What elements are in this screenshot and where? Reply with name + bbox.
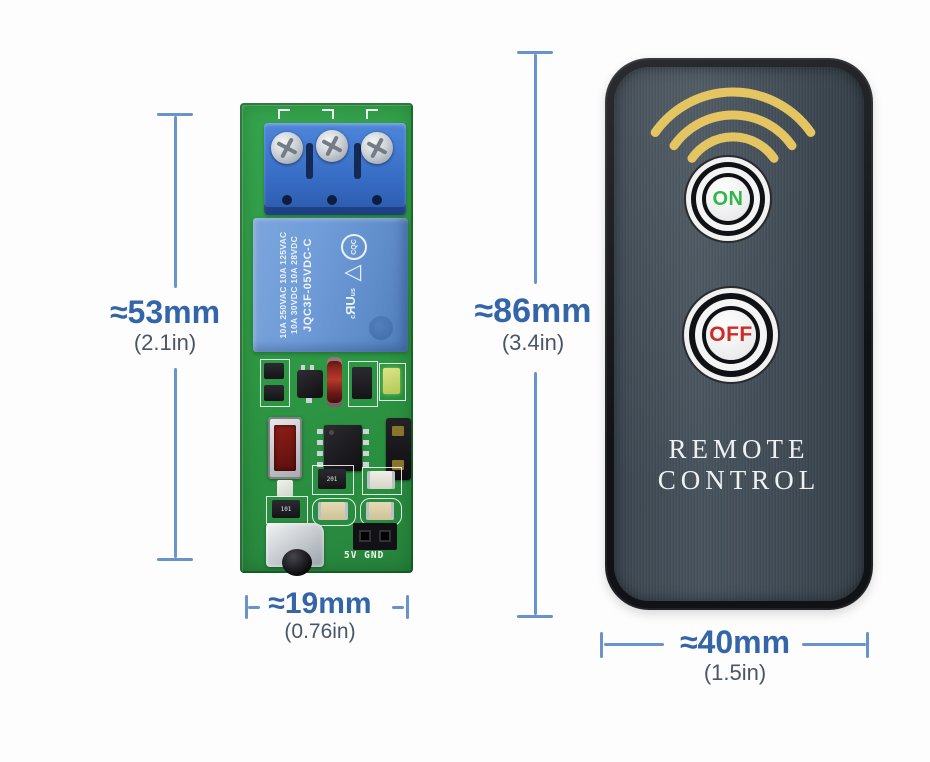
smd-capacitor <box>367 471 395 489</box>
smd-resistor <box>264 385 284 401</box>
on-button[interactable]: ON <box>706 177 750 221</box>
dimension-cap <box>866 632 869 658</box>
silkscreen-outline <box>312 465 354 495</box>
ul-prefix: c <box>349 315 357 319</box>
ul-logo-icon: cЯUus <box>343 288 358 319</box>
remote-control: ON OFF REMOTE CONTROL <box>605 58 873 610</box>
dimension-value-mm: ≈19mm <box>268 587 372 620</box>
relay-module-board: 10A 250VAC 10A 125VAC 10A 30VDC 10A 28VD… <box>240 103 413 576</box>
remote-label: REMOTE CONTROL <box>657 434 821 495</box>
cqc-text: CQC <box>350 239 358 255</box>
dimension-value-mm: ≈40mm <box>679 624 791 660</box>
status-led <box>383 368 400 394</box>
dimension-line <box>174 116 177 288</box>
silkscreen-outline <box>348 361 378 407</box>
ul-suffix: us <box>349 288 357 297</box>
dimension-label: ≈19mm (0.76in) <box>255 588 385 644</box>
smd-resistor-101: 101 <box>272 500 300 518</box>
dimension-cap <box>157 113 193 116</box>
silkscreen-outline <box>379 363 406 401</box>
jumper-slot <box>392 426 404 436</box>
dimension-value-inches: (1.5in) <box>703 659 767 685</box>
silkscreen-mark <box>278 109 290 119</box>
screw-terminal-block <box>264 123 406 215</box>
dimension-value-mm: ≈53mm <box>109 294 221 330</box>
ir-receiver-lens <box>282 549 312 576</box>
ic-pins <box>317 429 323 469</box>
pin-hole <box>379 530 391 542</box>
dimension-label: ≈40mm (1.5in) <box>660 624 810 685</box>
silkscreen-mark <box>322 109 334 119</box>
white-led <box>277 480 293 497</box>
transistor <box>297 365 323 403</box>
signal-arcs-icon <box>650 87 816 163</box>
terminal-hole <box>372 195 382 205</box>
jumper-slot <box>392 460 404 470</box>
smd-capacitor <box>366 502 394 520</box>
terminal-divider <box>306 143 313 179</box>
off-button-label: OFF <box>709 323 753 346</box>
resistor-label: 101 <box>280 505 292 513</box>
triangle-glyph: △ <box>338 264 364 282</box>
pin-hole <box>359 530 371 542</box>
dimension-cap <box>600 632 603 658</box>
dimension-label: ≈53mm (2.1in) <box>80 294 250 355</box>
silkscreen-power-label: 5V GND <box>344 550 385 561</box>
dimension-value-mm: ≈86mm <box>474 292 592 330</box>
terminal-screw <box>316 130 348 162</box>
dimension-line <box>534 54 537 284</box>
dimension-cap <box>406 595 409 619</box>
dimension-value-inches: (2.1in) <box>133 329 197 355</box>
ul-mark: ЯU <box>342 296 358 315</box>
push-button-cap <box>274 425 296 471</box>
on-button-label: ON <box>712 187 744 210</box>
dimension-line <box>534 372 537 615</box>
silkscreen-mark <box>366 109 378 119</box>
relay: 10A 250VAC 10A 125VAC 10A 30VDC 10A 28VD… <box>253 218 408 352</box>
silkscreen-outline <box>362 467 402 495</box>
diode <box>327 357 342 407</box>
dimension-value-inches: (0.76in) <box>284 619 356 643</box>
vde-triangle-icon: △ <box>338 264 364 282</box>
silkscreen-outline <box>260 359 290 407</box>
dimension-cap <box>245 595 248 619</box>
relay-dimple <box>369 316 393 340</box>
terminal-screw <box>271 132 303 164</box>
cqc-logo-icon: CQC <box>341 234 367 260</box>
dimension-line <box>604 643 664 646</box>
jumper-header <box>386 418 411 480</box>
relay-rating-line2: 10A 30VDC 10A 28VDC <box>289 235 300 335</box>
relay-text: 10A 250VAC 10A 125VAC 10A 30VDC 10A 28VD… <box>278 218 318 352</box>
push-button <box>268 417 302 479</box>
smd-resistor <box>264 363 284 379</box>
terminal-divider <box>354 143 361 179</box>
power-pin-header <box>353 523 397 550</box>
ic-chip <box>324 425 362 471</box>
smd-resistor <box>352 367 372 399</box>
dimension-cap <box>517 615 553 618</box>
dimension-line <box>802 643 866 646</box>
dimension-cap <box>157 558 193 561</box>
ic-pin1-dot <box>329 430 334 435</box>
terminal-hole <box>282 195 292 205</box>
ic-pins <box>363 429 369 469</box>
dimension-line <box>174 368 177 558</box>
terminal-screw <box>361 132 393 164</box>
smd-capacitor <box>318 502 348 520</box>
dimension-line <box>392 606 404 609</box>
dimension-cap <box>517 51 553 54</box>
silkscreen-outline <box>312 498 356 526</box>
terminal-hole <box>327 195 337 205</box>
smd-resistor-201: 201 <box>318 469 346 489</box>
dimension-value-inches: (3.4in) <box>501 329 565 355</box>
resistor-label: 201 <box>326 475 338 483</box>
relay-rating-line1: 10A 250VAC 10A 125VAC <box>278 231 288 339</box>
relay-part-number: JQC3F-05VDC-C <box>301 238 314 332</box>
dimension-label: ≈86mm (3.4in) <box>448 292 618 355</box>
dimension-line <box>248 606 260 609</box>
off-button[interactable]: OFF <box>706 310 756 360</box>
